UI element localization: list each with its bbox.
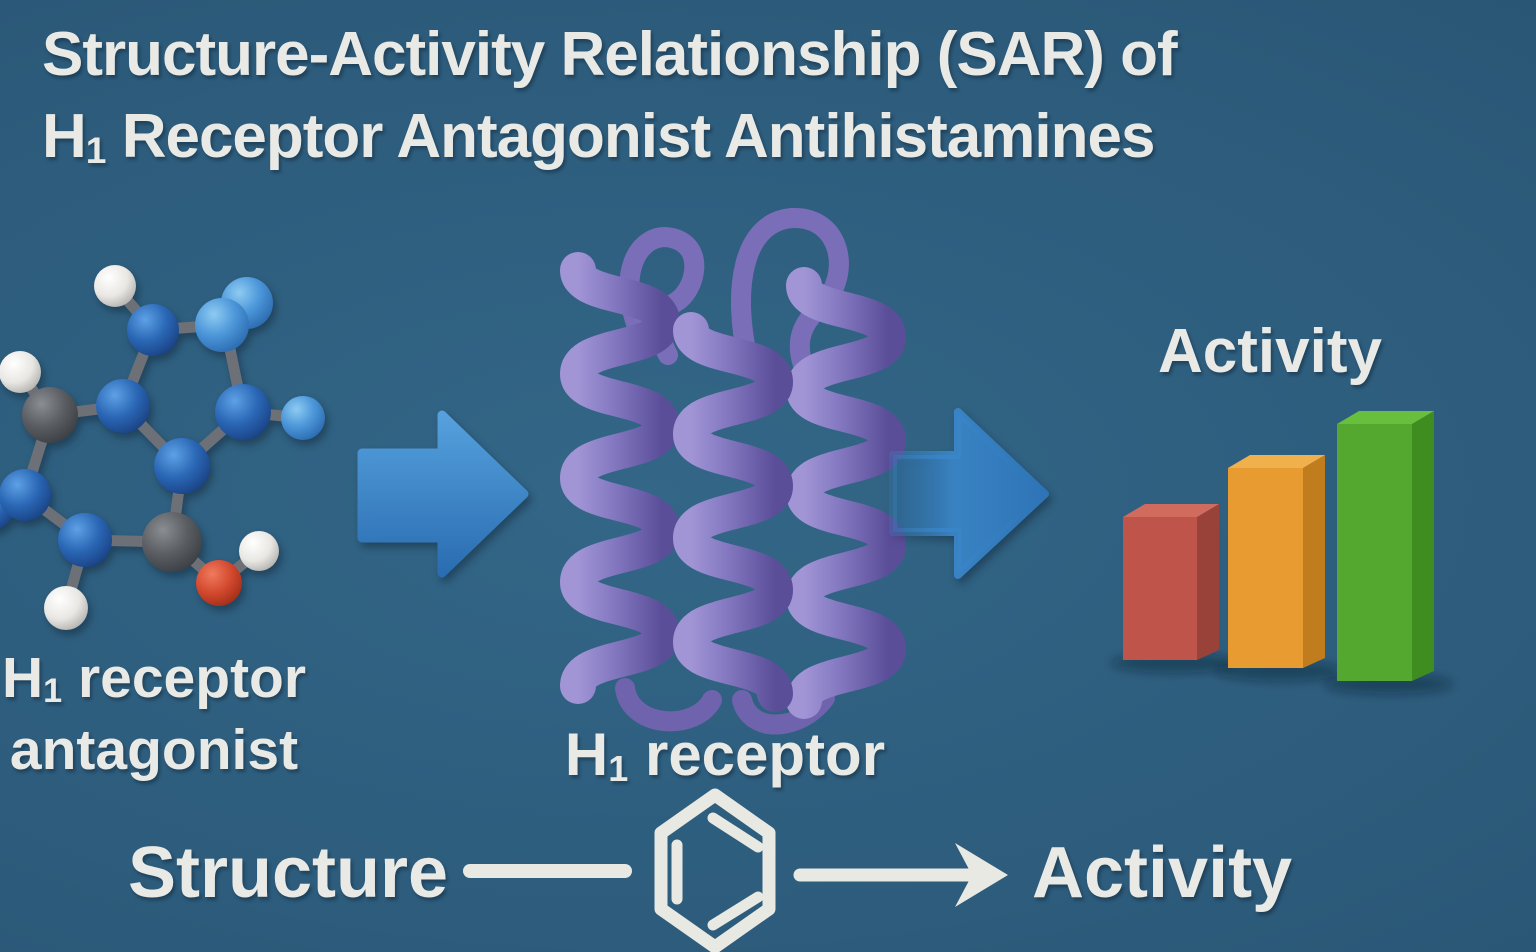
protein-loop — [730, 208, 849, 375]
helix-ribbon — [559, 252, 681, 704]
block-arrow-left-icon — [357, 410, 529, 578]
atom-nitrogen — [96, 379, 150, 433]
title-line-2: H1 Receptor Antagonist Antihistamines — [42, 102, 1155, 171]
helix-ribbon — [672, 312, 794, 712]
atom-nitrogen-light — [281, 396, 325, 440]
receptor-caption: H1 receptor — [564, 721, 886, 789]
flow-structure-label: Structure — [128, 833, 449, 913]
molecule-icon — [0, 265, 325, 630]
bar-top-face — [1123, 504, 1219, 517]
atom-carbon — [22, 387, 78, 443]
activity-bar-chart — [1111, 411, 1453, 694]
helix-ribbon — [785, 267, 907, 719]
flow-diagram — [463, 788, 1008, 952]
atom-nitrogen-light — [195, 298, 249, 352]
chart-title: Activity — [1158, 317, 1382, 386]
bar-side-face — [1197, 504, 1219, 660]
atom-nitrogen — [0, 469, 51, 521]
caption-subscript: 1 — [43, 672, 63, 711]
molecule-caption: H1 receptor antagonist — [1, 646, 307, 782]
bar-top-face — [1337, 411, 1434, 424]
atom-nitrogen — [215, 384, 271, 440]
atom-nitrogen — [127, 304, 179, 356]
flow-arrow-head — [955, 843, 1008, 907]
atom-hydrogen — [0, 351, 41, 393]
atom-hydrogen — [239, 531, 279, 571]
caption-subscript: 1 — [608, 747, 629, 789]
page-title: Structure-Activity Relationship (SAR) of… — [42, 14, 1178, 185]
bar-front-face — [1337, 424, 1412, 681]
atom-carbon — [142, 512, 202, 572]
atom-hydrogen — [94, 265, 136, 307]
atom-nitrogen — [154, 438, 210, 494]
bar-front-face — [1123, 517, 1197, 660]
protein-helix-icon — [559, 208, 907, 735]
atom-hydrogen — [44, 586, 88, 630]
bar-front-face — [1228, 468, 1303, 668]
atom-oxygen — [196, 560, 242, 606]
flow-activity-label: Activity — [1032, 833, 1293, 913]
benzene-double-bond — [707, 891, 764, 931]
block-arrow-right-icon — [889, 408, 1049, 579]
bar-top-face — [1228, 455, 1325, 468]
benzene-ring-icon — [654, 788, 776, 952]
bar-side-face — [1412, 411, 1434, 681]
bars-group — [1111, 411, 1453, 694]
title-line-1: Structure-Activity Relationship (SAR) of — [42, 20, 1178, 89]
benzene-double-bond — [707, 812, 764, 853]
title-subscript: 1 — [85, 128, 107, 171]
molecule-atoms — [0, 265, 325, 630]
atom-nitrogen — [58, 513, 112, 567]
bar-side-face — [1303, 455, 1325, 668]
protein-loop — [615, 678, 722, 732]
